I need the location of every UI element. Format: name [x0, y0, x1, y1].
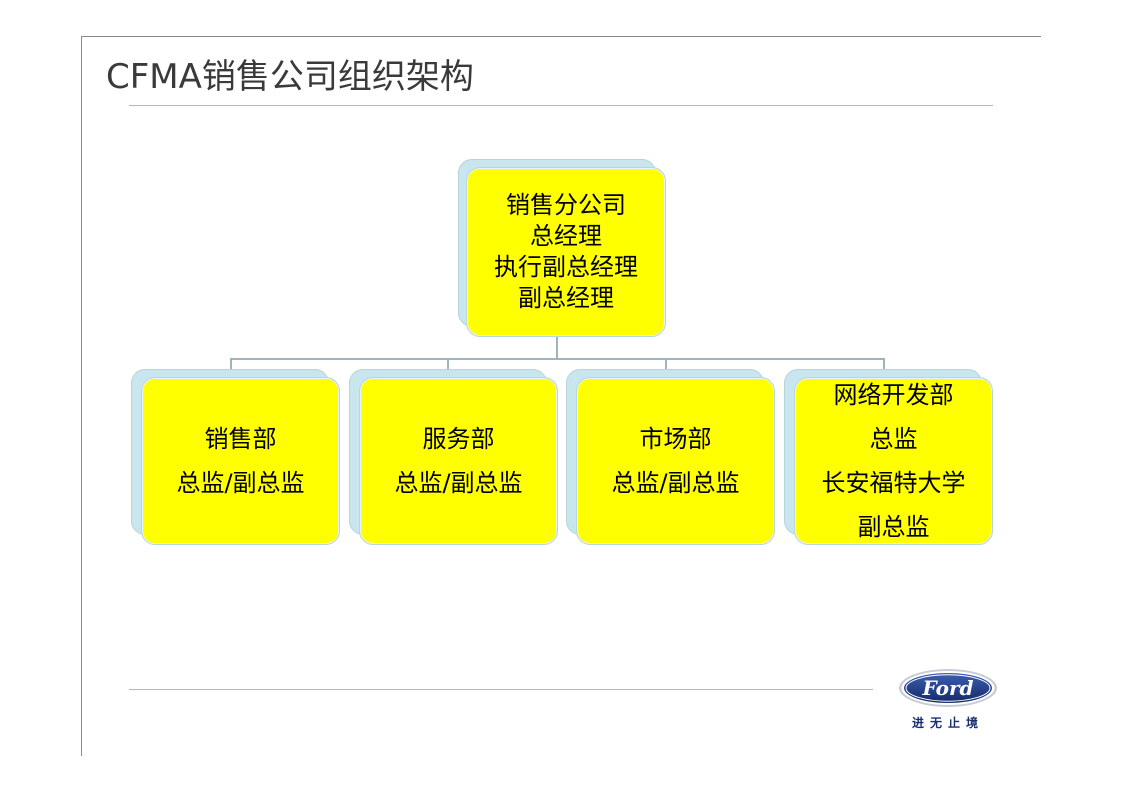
node-line: 总监/副总监 [176, 469, 305, 497]
node-line: 总监/副总监 [394, 469, 523, 497]
title-divider [129, 105, 993, 106]
org-node-marketing-department: 市场部 总监/副总监 [566, 369, 777, 549]
connector-drop-network [883, 358, 885, 372]
org-node-general-manager: 销售分公司 总经理 执行副总经理 副总经理 [458, 159, 668, 339]
org-node-sales-department: 销售部 总监/副总监 [131, 369, 342, 549]
org-node-network-development-department: 网络开发部 总监 长安福特大学 副总监 [784, 369, 995, 549]
ford-tagline: 进无止境 [911, 716, 984, 730]
node-line: 销售部 [204, 425, 277, 453]
node-line: 长安福特大学 [821, 469, 966, 497]
connector-top-vertical [556, 336, 558, 359]
slide-frame-left [81, 36, 82, 756]
connector-drop-service [447, 358, 449, 372]
footer-divider [129, 689, 873, 690]
node-face: 销售分公司 总经理 执行副总经理 副总经理 [466, 167, 666, 337]
node-face: 市场部 总监/副总监 [576, 377, 775, 545]
slide-title: CFMA销售公司组织架构 [106, 57, 474, 97]
node-line: 总监 [869, 425, 918, 453]
node-line: 服务部 [422, 425, 495, 453]
ford-logo: Ford 进无止境 [896, 666, 1000, 736]
ford-wordmark: Ford [922, 676, 974, 700]
node-line: 市场部 [639, 425, 712, 453]
node-face: 网络开发部 总监 长安福特大学 副总监 [794, 377, 993, 545]
ford-oval-icon: Ford [899, 669, 997, 707]
connector-horizontal-bus [230, 358, 885, 360]
node-line: 网络开发部 [833, 381, 954, 409]
slide-frame-top [81, 36, 1041, 37]
node-line: 执行副总经理 [494, 253, 638, 281]
node-face: 服务部 总监/副总监 [359, 377, 558, 545]
connector-drop-marketing [665, 358, 667, 372]
node-face: 销售部 总监/副总监 [141, 377, 340, 545]
node-line: 副总经理 [518, 284, 614, 312]
connector-drop-sales [230, 358, 232, 372]
node-line: 副总监 [857, 513, 930, 541]
node-line: 总监/副总监 [611, 469, 740, 497]
org-node-service-department: 服务部 总监/副总监 [349, 369, 560, 549]
node-line: 总经理 [530, 222, 602, 250]
node-line: 销售分公司 [506, 191, 626, 219]
